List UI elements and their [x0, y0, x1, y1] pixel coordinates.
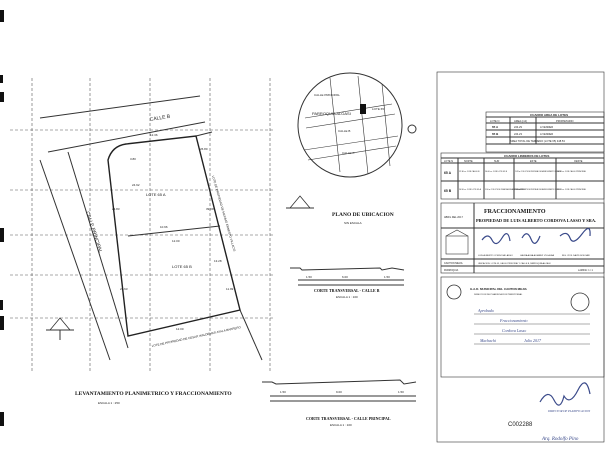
section-dim: 1.50 — [384, 275, 390, 279]
section-dim: 1.50 — [280, 390, 286, 394]
signer-name: LUIS ALBERTO CORDOVA LASSO — [478, 254, 513, 257]
svg-text:10.96: 10.96 — [160, 225, 168, 229]
street-label-calle-b: CALLE B — [149, 114, 171, 123]
svg-text:24.92: 24.92 — [132, 183, 140, 187]
handwritten-note: Cordova Lasso — [502, 328, 526, 333]
title-date: ABRIL DEL 2017 — [444, 216, 463, 219]
title-block: FRACCIONAMIENTO PROPIEDAD DE LUIS ALBERT… — [440, 202, 605, 274]
signer-name: LAURA ALBA ALVAREZ VILLALBA — [520, 254, 555, 257]
section-title: CORTE TRANSVERSAL - CALLE B — [314, 288, 380, 293]
municipal-block: G.A.D. MUNICIPAL DEL CANTON MEJIA DIRECC… — [440, 276, 605, 378]
director-signature — [539, 382, 591, 406]
lot-label-65b: LOTE 65 B — [172, 264, 192, 269]
table-cell: 12.00 m. CON LOTE DE CESAR WALDEMAR AYAL… — [485, 188, 526, 191]
street-label-calle-principal: CALLE PRINCIPAL — [84, 211, 103, 254]
table-cell: 10.96 m. CON LOTE 65 A — [459, 188, 482, 191]
neighbor-label-bottom: LOTE DE PROPIEDAD DE CESAR WALDEMAR AYAL… — [151, 325, 241, 348]
plan-scale: ESCALA 1 : 250 — [98, 401, 120, 405]
handwritten-note: Julio 2017 — [524, 338, 542, 343]
svg-text:24.83: 24.83 — [112, 207, 120, 211]
location-title: PLANO DE UBICACION — [332, 212, 394, 218]
signer-name: ING. CIVIL DAVID BOLIVAR — [562, 254, 590, 257]
main-plan: CALLE B CALLE PRINCIPAL LOTE 65 A LOTE 6… — [10, 78, 275, 405]
svg-text:22.63: 22.63 — [120, 287, 128, 291]
plan-dimensions: 12.36 39.09 24.83 22.63 10.96 12.00 12.0… — [112, 133, 234, 331]
areas-total: AREA TOTAL DE TERRENO (LOTE 65) 448.53 — [510, 139, 565, 143]
table-cell: 22.63 m. CON CALLE PRINCIPAL — [557, 188, 586, 191]
handwritten-note: Machachi — [479, 338, 496, 343]
title-heading: FRACCIONAMIENTO — [484, 209, 546, 215]
table-cell: 10.00 m. CON LOTE 65 B — [485, 171, 508, 173]
title-location: UBICACION: LOTE 65, CALLE PRINCIPAL Y CA… — [478, 262, 551, 265]
svg-text:26.80: 26.80 — [200, 147, 208, 151]
table-cell: 12.36 m. CON CALLE B — [459, 170, 480, 173]
table-header: LOTE N — [444, 160, 453, 163]
linderos-table-title: CUADRO LINDEROS DE LOTES — [504, 154, 549, 158]
director-name: Arq. Rodolfo Pino — [541, 437, 579, 442]
map-label: CALLE B — [338, 129, 350, 133]
municipal-seal-icon — [446, 284, 462, 300]
svg-text:39.09: 39.09 — [206, 207, 214, 211]
areas-table-title: CUADRO AREA DE LOTES — [530, 113, 568, 117]
map-label: CALLE C — [342, 151, 355, 155]
section-dim: 1.50 — [306, 275, 312, 279]
municipal-line: DIRECCION DE PLANIFICACION TERRITORIAL — [474, 293, 523, 296]
table-cell: 224.29 — [514, 125, 522, 129]
section-scale: ESCALA 1 : 100 — [336, 295, 358, 299]
table-cell: 11.99 m. CON LOTE DE PROPIEDAD DE MAXIMO… — [515, 188, 561, 191]
stamp-code: C002288 — [508, 422, 533, 428]
table-header: NORTE — [464, 160, 473, 163]
table-cell: 65 B — [492, 132, 499, 136]
table-cell: 65 B — [444, 189, 452, 193]
svg-text:12.36: 12.36 — [150, 133, 158, 137]
section-dim: 9.00 — [336, 390, 342, 394]
table-header: ESTE — [530, 160, 537, 163]
table-cell: A VENDER — [540, 125, 553, 129]
title-canton: CANTON MEJIA — [444, 262, 463, 265]
parish-label: PARROQUIA ALOASI — [312, 111, 351, 116]
title-owner: PROPIEDAD DE LUIS ALBERTO CORDOVA LASSO … — [476, 218, 596, 223]
table-cell: 65 A — [444, 171, 452, 175]
svg-text:11.99: 11.99 — [226, 287, 234, 291]
svg-text:12.00: 12.00 — [172, 239, 180, 243]
table-cell: 65 A — [492, 125, 499, 129]
stamp-seal-icon — [570, 292, 590, 312]
svg-text:12.00: 12.00 — [176, 327, 184, 331]
map-label: CALLE PRINCIPAL — [314, 93, 340, 97]
linderos-table: CUADRO LINDEROS DE LOTES LOTE N NORTE SU… — [440, 152, 605, 200]
section-scale: ESCALA 1 : 100 — [330, 423, 352, 427]
table-cell: 24.88 m. CON CALLE PRINCIPAL — [557, 170, 586, 173]
table-cell: 224.23 — [514, 132, 522, 136]
table-cell: A VENDER — [540, 132, 553, 136]
handwritten-note: Fraccionamiento — [499, 318, 528, 323]
signature-caption: DIRECTOR DE PLANIFICACION — [547, 409, 591, 413]
areas-table: CUADRO AREA DE LOTES LOTE N AREA (m2) PR… — [485, 111, 605, 153]
lot-label-65a: LOTE 65 A — [146, 192, 166, 197]
handwritten-note: Aprobado — [477, 308, 494, 313]
municipal-header: G.A.D. MUNICIPAL DEL CANTON MEJIA — [470, 287, 528, 291]
section-title: CORTE TRANSVERSAL - CALLE PRINCIPAL — [306, 416, 391, 421]
section-dim: 1.50 — [398, 390, 404, 394]
table-header: LOTE N — [490, 119, 499, 123]
table-header: PROPIETARIO — [556, 119, 574, 123]
svg-text:3.80: 3.80 — [130, 157, 136, 161]
table-header: OESTE — [574, 160, 583, 163]
svg-text:13.28: 13.28 — [214, 259, 222, 263]
section-dim: 6.00 — [342, 275, 348, 279]
location-map: PARROQUIA ALOASI CALLE B CALLE C CALLE P… — [286, 72, 417, 225]
table-header: AREA (m2) — [514, 119, 527, 123]
title-parroquia: PARROQUIA — [444, 269, 459, 272]
table-cell: 13.28 m. CON LOTE DE PROPIEDAD DE MAXIMO… — [515, 170, 561, 173]
title-sheet: LAMINA: 1 / 1 — [578, 269, 594, 272]
section-calle-b: 1.50 6.00 1.50 CORTE TRANSVERSAL - CALLE… — [290, 267, 405, 299]
neighbor-label-right: LOTE DE PROPIEDAD DE MAXIMO ERNESTO VILL… — [211, 175, 237, 252]
lot-marker — [360, 104, 366, 114]
section-calle-principal: 1.50 9.00 1.50 CORTE TRANSVERSAL - CALLE… — [262, 379, 417, 427]
map-label: LOTE 65 — [372, 107, 384, 111]
location-scale: SIN ESCALA — [344, 221, 362, 225]
table-header: SUR — [494, 160, 499, 163]
binder-marks — [0, 10, 4, 426]
plan-title: LEVANTAMIENTO PLANIMETRICO Y FRACCIONAMI… — [75, 391, 232, 397]
